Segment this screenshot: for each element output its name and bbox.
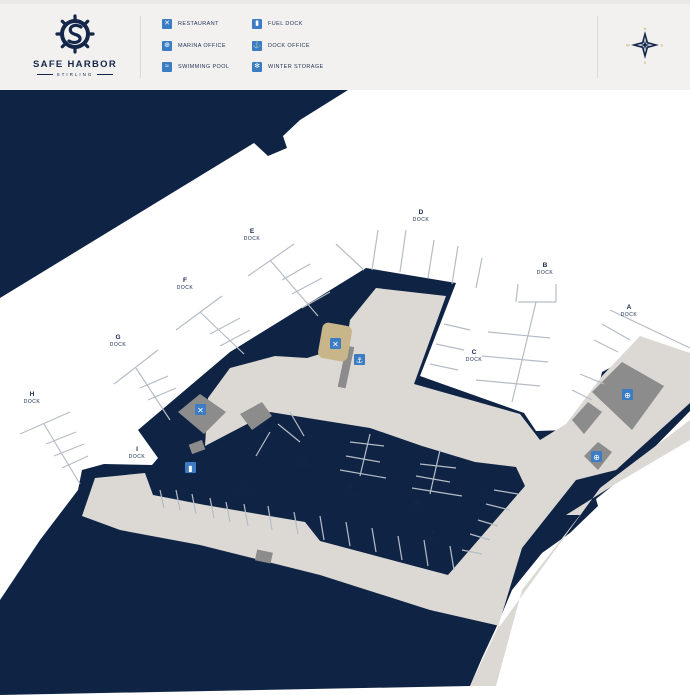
brand-location-text: STIRLING xyxy=(56,72,94,77)
svg-text:DOCK: DOCK xyxy=(621,312,638,318)
svg-text:✕: ✕ xyxy=(332,340,339,349)
small-shed xyxy=(254,549,273,564)
restaurant-icon: ✕ xyxy=(162,19,172,29)
svg-text:DOCK: DOCK xyxy=(476,493,493,499)
pool-restaurant-map-icon: ✕ xyxy=(330,338,341,349)
legend-label: FUEL DOCK xyxy=(268,21,303,27)
svg-text:L: L xyxy=(482,485,486,492)
legend-label: WINTER STORAGE xyxy=(268,64,324,70)
svg-text:D: D xyxy=(419,209,424,216)
harbor-land xyxy=(0,268,690,695)
svg-text:J: J xyxy=(242,484,246,491)
dock-label-o: O DOCK xyxy=(296,456,313,470)
brand-name: SAFE HARBOR xyxy=(33,59,117,70)
swimming-pool-icon: ≈ xyxy=(162,62,172,72)
svg-text:K: K xyxy=(432,530,437,537)
svg-text:F: F xyxy=(183,277,187,284)
marina-office-icon: ⊕ xyxy=(162,41,172,51)
storage-building xyxy=(572,402,602,434)
svg-text:DOCK: DOCK xyxy=(296,464,313,470)
svg-text:E: E xyxy=(250,228,255,235)
svg-text:DOCK: DOCK xyxy=(24,399,41,405)
dock-label-m: M DOCK xyxy=(408,500,425,514)
svg-text:✕: ✕ xyxy=(197,406,204,415)
legend-item-swimming-pool: ≈ SWIMMING POOL xyxy=(162,62,229,72)
restaurant-map-icon: ✕ xyxy=(195,404,206,415)
svg-text:▮: ▮ xyxy=(188,464,192,473)
dock-label-g: G DOCK xyxy=(110,334,127,348)
dock-label-h: H DOCK xyxy=(24,391,41,405)
legend-item-fuel-dock: ▮ FUEL DOCK xyxy=(252,19,303,29)
compass-n: N xyxy=(644,26,647,31)
dock-slips xyxy=(19,229,690,571)
legend-label: DOCK OFFICE xyxy=(268,43,310,49)
svg-text:DOCK: DOCK xyxy=(537,270,554,276)
svg-text:I: I xyxy=(136,446,138,453)
svg-text:DOCK: DOCK xyxy=(466,357,483,363)
header-divider xyxy=(140,16,141,78)
dock-office-map-icon: ⚓ xyxy=(354,354,365,365)
dock-label-f: F DOCK xyxy=(177,277,194,291)
svg-text:⚓: ⚓ xyxy=(356,356,363,365)
legend-label: SWIMMING POOL xyxy=(178,64,230,70)
legend-label: MARINA OFFICE xyxy=(178,43,226,49)
svg-text:G: G xyxy=(115,334,120,341)
svg-text:DOCK: DOCK xyxy=(342,492,359,498)
marina-office-map-icon: ⊕ xyxy=(622,389,633,400)
dock-office-kiosk xyxy=(337,345,355,389)
dock-label-a: A DOCK xyxy=(621,304,638,318)
main-pier-walkway xyxy=(82,288,690,686)
dock-label-c: C DOCK xyxy=(466,349,483,363)
svg-text:DOCK: DOCK xyxy=(426,538,443,544)
dock-label-l: L DOCK xyxy=(476,485,493,499)
dock-label-n: N DOCK xyxy=(342,484,359,498)
map-header: SAFE HARBOR STIRLING ✕ RESTAURANT ⊕ MARI… xyxy=(0,0,690,90)
marina-map: ✕ ✕ ⚓ ▮ ⊕ ⊕ A DOCK B DOCK C DOCK D DOCK … xyxy=(0,90,690,695)
svg-text:DOCK: DOCK xyxy=(413,217,430,223)
svg-text:N: N xyxy=(348,484,353,491)
svg-text:DOCK: DOCK xyxy=(177,285,194,291)
svg-text:O: O xyxy=(301,456,306,463)
header-divider xyxy=(597,16,598,78)
svg-text:⊕: ⊕ xyxy=(593,453,600,462)
fuel-dock-map-icon: ▮ xyxy=(185,462,196,473)
svg-text:DOCK: DOCK xyxy=(244,236,261,242)
compass-s: S xyxy=(644,60,647,65)
dock-label-j: J DOCK xyxy=(236,484,253,498)
legend-item-dock-office: ⚓ DOCK OFFICE xyxy=(252,41,310,51)
svg-text:DOCK: DOCK xyxy=(408,508,425,514)
legend-label: RESTAURANT xyxy=(178,21,219,27)
compass-w: W xyxy=(626,43,630,48)
svg-text:C: C xyxy=(472,349,477,356)
safe-harbor-logo-icon xyxy=(55,14,95,54)
svg-text:⊕: ⊕ xyxy=(624,391,631,400)
svg-text:A: A xyxy=(627,304,632,311)
legend-item-winter-storage: ✻ WINTER STORAGE xyxy=(252,62,324,72)
compass-e: E xyxy=(661,43,664,48)
fuel-dock-icon: ▮ xyxy=(252,19,262,29)
service-building xyxy=(240,402,272,430)
svg-text:DOCK: DOCK xyxy=(236,492,253,498)
dock-label-b: B DOCK xyxy=(537,262,554,276)
brand-location: STIRLING xyxy=(30,72,120,77)
svg-text:M: M xyxy=(413,500,418,507)
winter-storage-icon: ✻ xyxy=(252,62,262,72)
svg-text:H: H xyxy=(30,391,35,398)
svg-text:B: B xyxy=(543,262,548,269)
fuel-dock-shed xyxy=(188,439,206,455)
dock-label-d: D DOCK xyxy=(413,209,430,223)
dock-label-e: E DOCK xyxy=(244,228,261,242)
dock-office-icon: ⚓ xyxy=(252,41,262,51)
svg-text:DOCK: DOCK xyxy=(129,454,146,460)
legend-item-marina-office: ⊕ MARINA OFFICE xyxy=(162,41,226,51)
north-shore-land xyxy=(0,90,348,298)
legend-item-restaurant: ✕ RESTAURANT xyxy=(162,19,219,29)
dock-label-i: I DOCK xyxy=(129,446,146,460)
svg-text:DOCK: DOCK xyxy=(110,342,127,348)
compass-rose-icon: N S E W xyxy=(626,26,664,65)
dock-label-k: K DOCK xyxy=(426,530,443,544)
winter-storage-map-icon: ⊕ xyxy=(591,451,602,462)
